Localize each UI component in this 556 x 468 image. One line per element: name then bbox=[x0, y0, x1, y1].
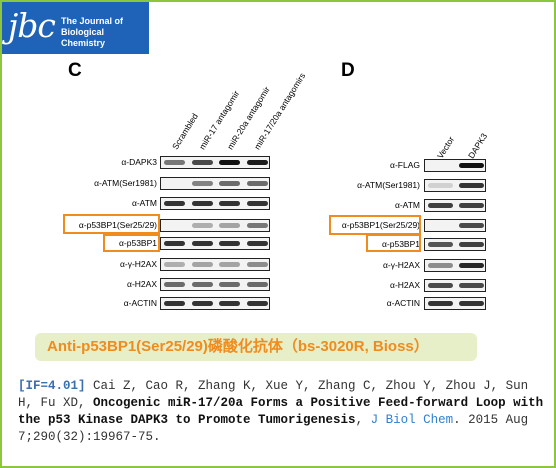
panel-label-c: C bbox=[68, 60, 82, 81]
blot-strip bbox=[424, 159, 486, 172]
highlight-box bbox=[366, 234, 421, 252]
logo-monogram: jbc bbox=[8, 6, 56, 45]
antibody-label: α-p53BP1(Ser25/29) bbox=[78, 220, 157, 230]
blot-strip bbox=[160, 177, 270, 190]
blot-band bbox=[428, 283, 453, 288]
blot-band bbox=[219, 181, 241, 186]
blot-band bbox=[164, 262, 186, 267]
blot-strip bbox=[160, 156, 270, 169]
citation-separator: , bbox=[355, 413, 371, 427]
blot-band bbox=[246, 282, 268, 287]
antibody-label: α-ATM bbox=[131, 198, 157, 208]
citation-details: . 2015 Aug 7;290(32):19967-75. bbox=[18, 413, 529, 444]
blot-band bbox=[246, 160, 268, 165]
blot-band bbox=[459, 203, 484, 208]
blot-band bbox=[428, 301, 453, 306]
blot-band bbox=[164, 201, 186, 206]
blot-band bbox=[428, 203, 453, 208]
blot-band bbox=[191, 160, 213, 165]
blot-strip bbox=[424, 199, 486, 212]
blot-band bbox=[219, 223, 241, 228]
blot-strip bbox=[160, 258, 270, 271]
blot-band bbox=[428, 183, 453, 188]
citation: [IF=4.01] Cai Z, Cao R, Zhang K, Xue Y, … bbox=[18, 378, 544, 446]
blot-band bbox=[246, 262, 268, 267]
blot-strip bbox=[424, 179, 486, 192]
blot-band bbox=[459, 163, 484, 168]
antibody-banner: Anti-p53BP1(Ser25/29)磷酸化抗体（bs-3020R, Bio… bbox=[35, 333, 477, 361]
impact-factor: [IF=4.01] bbox=[18, 379, 86, 393]
antibody-label: α-ATM(Ser1981) bbox=[94, 178, 157, 188]
blot-band bbox=[246, 241, 268, 246]
highlight-box bbox=[103, 234, 160, 252]
blot-band bbox=[246, 301, 268, 306]
blot-band bbox=[459, 301, 484, 306]
logo-journal-name: The Journal of Biological Chemistry bbox=[61, 16, 124, 48]
blot-band bbox=[219, 201, 241, 206]
antibody-label: α-H2AX bbox=[127, 279, 157, 289]
blot-band bbox=[428, 242, 453, 247]
blot-band bbox=[459, 283, 484, 288]
blot-band bbox=[164, 301, 186, 306]
antibody-label: α-H2AX bbox=[390, 280, 420, 290]
blot-band bbox=[164, 282, 186, 287]
antibody-label: α-γ-H2AX bbox=[119, 259, 157, 269]
blot-band bbox=[191, 201, 213, 206]
antibody-label: α-γ-H2AX bbox=[382, 260, 420, 270]
blot-strip bbox=[424, 279, 486, 292]
blot-band bbox=[164, 241, 186, 246]
antibody-label: α-p53BP1 bbox=[382, 239, 420, 249]
highlight-box bbox=[63, 214, 160, 234]
antibody-label: α-p53BP1 bbox=[119, 238, 157, 248]
blot-band bbox=[246, 223, 268, 228]
blot-strip bbox=[424, 238, 486, 251]
blot-strip bbox=[160, 278, 270, 291]
blot-band bbox=[459, 183, 484, 188]
antibody-label: α-ACTIN bbox=[386, 298, 420, 308]
blot-band bbox=[246, 201, 268, 206]
blot-strip bbox=[160, 197, 270, 210]
blot-band bbox=[191, 181, 213, 186]
blot-band bbox=[191, 301, 213, 306]
highlight-box bbox=[329, 215, 421, 235]
blot-band bbox=[219, 262, 241, 267]
journal-logo: jbc The Journal of Biological Chemistry bbox=[2, 2, 149, 54]
panel-label-d: D bbox=[341, 60, 355, 81]
blot-strip bbox=[424, 219, 486, 232]
blot-band bbox=[219, 301, 241, 306]
blot-band bbox=[219, 160, 241, 165]
blot-band bbox=[191, 282, 213, 287]
antibody-label: α-ACTIN bbox=[123, 298, 157, 308]
blot-strip bbox=[160, 237, 270, 250]
journal-link[interactable]: J Biol Chem bbox=[370, 413, 454, 427]
citation-title: Oncogenic miR-17/20a Forms a Positive Fe… bbox=[18, 396, 544, 427]
blot-band bbox=[459, 263, 484, 268]
citation-authors: Cai Z, Cao R, Zhang K, Xue Y, Zhang C, Z… bbox=[18, 379, 529, 410]
antibody-label: α-ATM bbox=[394, 200, 420, 210]
blot-band bbox=[219, 241, 241, 246]
blot-band bbox=[191, 223, 213, 228]
blot-band bbox=[428, 263, 453, 268]
antibody-label: α-DAPK3 bbox=[121, 157, 157, 167]
blot-band bbox=[219, 282, 241, 287]
blot-band bbox=[164, 160, 186, 165]
blot-band bbox=[191, 262, 213, 267]
antibody-label: α-ATM(Ser1981) bbox=[357, 180, 420, 190]
antibody-label: α-p53BP1(Ser25/29) bbox=[341, 220, 420, 230]
blot-band bbox=[459, 223, 484, 228]
blot-strip bbox=[160, 297, 270, 310]
blot-strip bbox=[424, 259, 486, 272]
antibody-label: α-FLAG bbox=[390, 160, 420, 170]
blot-band bbox=[459, 242, 484, 247]
blot-strip bbox=[424, 297, 486, 310]
blot-band bbox=[246, 181, 268, 186]
blot-strip bbox=[160, 219, 270, 232]
blot-band bbox=[191, 241, 213, 246]
